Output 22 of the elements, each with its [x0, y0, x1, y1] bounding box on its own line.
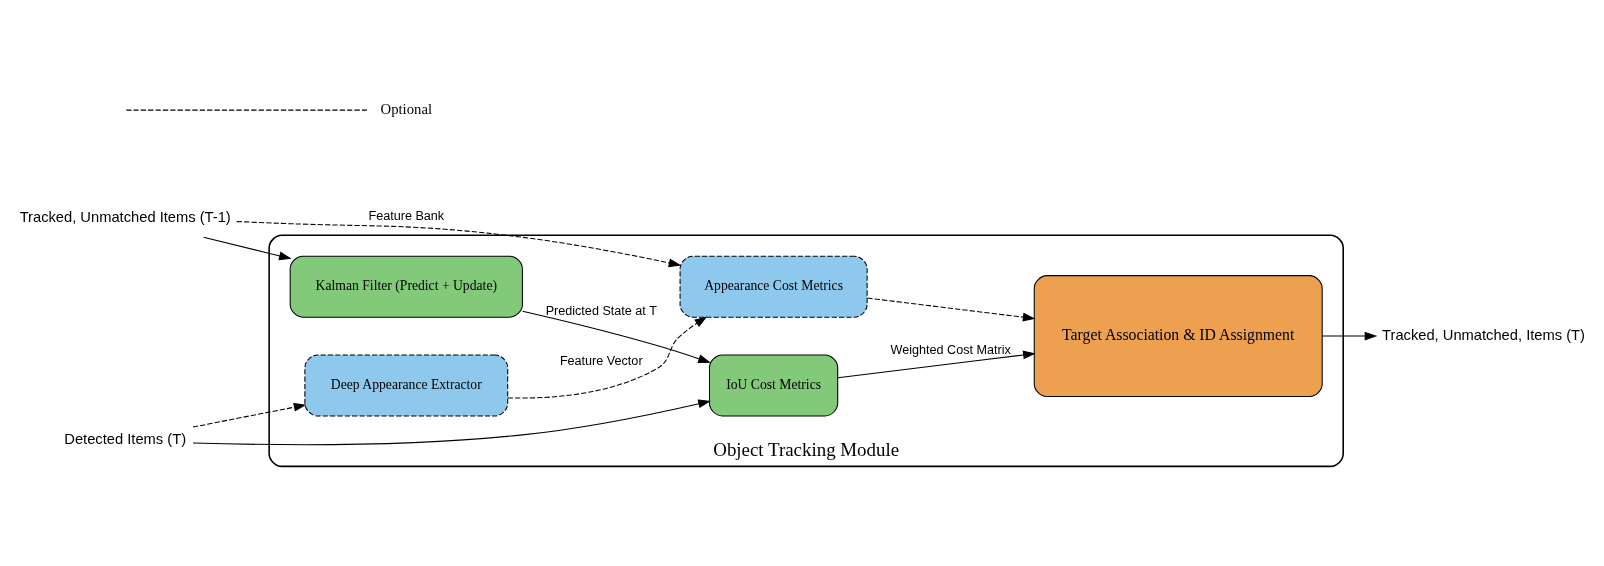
- arrow: [521, 310, 711, 363]
- arrow: [235, 221, 681, 268]
- edge-label: Feature Bank: [367, 209, 444, 224]
- node-box: Deep Appearance Extractor: [303, 354, 508, 417]
- edge-label: Feature Vector: [559, 354, 643, 369]
- node-box: Appearance Cost Metrics: [679, 255, 868, 318]
- arrow: [866, 297, 1035, 322]
- node-box: Kalman Filter (Predict + Update): [289, 255, 523, 318]
- edge-label: Weighted Cost Matrix: [890, 342, 1011, 357]
- arrow: [192, 399, 711, 446]
- arrow: [836, 350, 1036, 379]
- arrow: [192, 402, 306, 428]
- legend-label: Optional: [380, 101, 432, 118]
- node-box: IoU Cost Metrics: [708, 354, 838, 417]
- node-box: Target Association & ID Assignment: [1033, 275, 1323, 398]
- edge-label: Predicted State at T: [545, 303, 657, 318]
- node-text: Tracked, Unmatched Items (T-1): [19, 209, 231, 226]
- arrow: [506, 316, 707, 399]
- node-text: Tracked, Unmatched, Items (T): [1381, 326, 1585, 343]
- arrow: [1321, 331, 1377, 341]
- arrow: [202, 236, 292, 261]
- node-text: Detected Items (T): [63, 431, 186, 447]
